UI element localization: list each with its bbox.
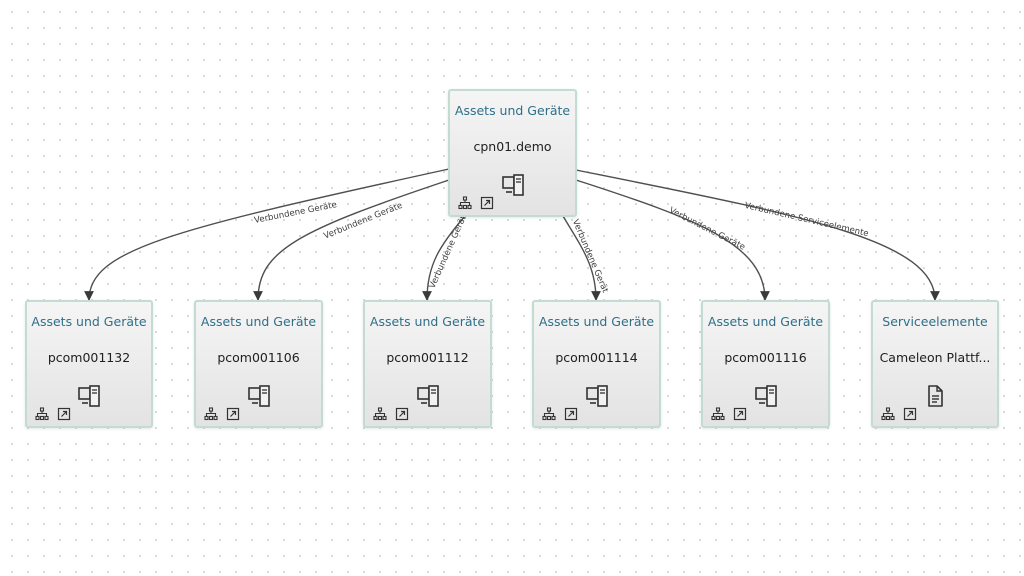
hierarchy-icon[interactable] xyxy=(711,407,725,421)
edge-label: Verbundene Geräte xyxy=(667,206,746,253)
hierarchy-icon[interactable] xyxy=(458,196,472,210)
edge-connected-service-element xyxy=(575,169,940,301)
computer-icon xyxy=(416,384,440,408)
edge-connected-device-4 xyxy=(562,215,601,301)
node-root[interactable]: Assets und Geräte cpn01.demo xyxy=(448,89,577,217)
node-child[interactable]: Assets und Geräte pcom001132 xyxy=(25,300,153,428)
node-name: pcom001114 xyxy=(555,350,638,365)
node-name: Cameleon Plattf... xyxy=(879,350,991,365)
computer-icon xyxy=(585,384,609,408)
node-name: pcom001132 xyxy=(47,350,131,365)
hierarchy-icon[interactable] xyxy=(881,407,895,421)
node-category: Assets und Geräte xyxy=(454,103,571,118)
node-category: Assets und Geräte xyxy=(31,314,147,329)
edge-connected-device-5 xyxy=(575,179,770,301)
hierarchy-icon[interactable] xyxy=(35,407,49,421)
hierarchy-icon[interactable] xyxy=(373,407,387,421)
node-child[interactable]: Assets und Geräte pcom001106 xyxy=(194,300,323,428)
node-child[interactable]: Serviceelemente Cameleon Plattf... xyxy=(871,300,999,428)
open-external-icon[interactable] xyxy=(57,407,71,421)
edge-label: Verbundene Gerät xyxy=(428,214,469,291)
open-external-icon[interactable] xyxy=(226,407,240,421)
computer-icon xyxy=(754,384,778,408)
edge-label: Verbundene Gerät xyxy=(570,218,610,295)
node-category: Assets und Geräte xyxy=(707,314,824,329)
node-name: pcom001116 xyxy=(724,350,807,365)
open-external-icon[interactable] xyxy=(733,407,747,421)
edge-connected-device-1 xyxy=(84,168,450,301)
node-name: pcom001106 xyxy=(217,350,300,365)
edge-connected-device-3 xyxy=(422,215,466,301)
node-child[interactable]: Assets und Geräte pcom001116 xyxy=(701,300,830,428)
document-icon xyxy=(923,384,947,408)
open-external-icon[interactable] xyxy=(480,196,494,210)
node-child[interactable]: Assets und Geräte pcom001114 xyxy=(532,300,661,428)
node-name: pcom001112 xyxy=(386,350,469,365)
node-category: Serviceelemente xyxy=(882,314,988,329)
edge-connected-device-2 xyxy=(253,179,450,301)
node-name: cpn01.demo xyxy=(473,139,552,154)
hierarchy-icon[interactable] xyxy=(542,407,556,421)
node-child[interactable]: Assets und Geräte pcom001112 xyxy=(363,300,492,428)
open-external-icon[interactable] xyxy=(903,407,917,421)
node-category: Assets und Geräte xyxy=(538,314,655,329)
computer-icon xyxy=(247,384,271,408)
computer-icon xyxy=(77,384,101,408)
node-category: Assets und Geräte xyxy=(369,314,486,329)
computer-icon xyxy=(501,173,525,197)
edge-label: Verbundene Serviceelemente xyxy=(743,201,869,239)
hierarchy-icon[interactable] xyxy=(204,407,218,421)
node-category: Assets und Geräte xyxy=(200,314,317,329)
open-external-icon[interactable] xyxy=(395,407,409,421)
open-external-icon[interactable] xyxy=(564,407,578,421)
